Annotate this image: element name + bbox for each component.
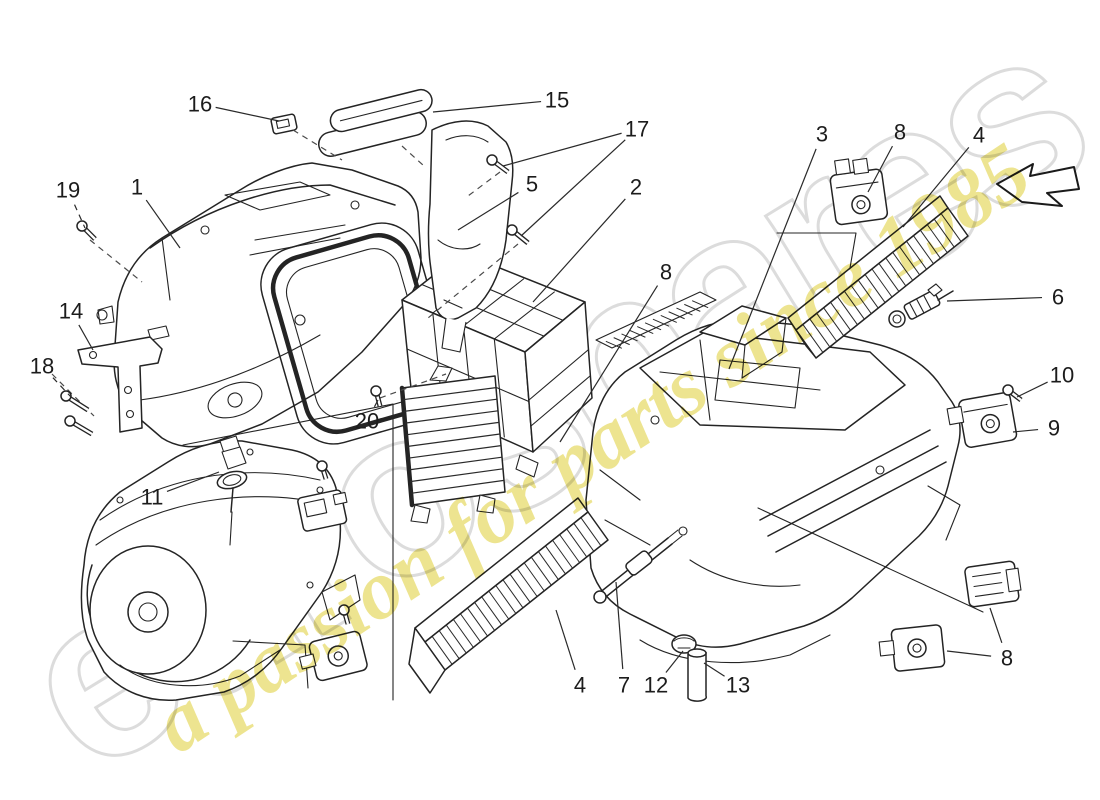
pointer-line-actuator-right (927, 485, 961, 541)
sealing-plug (671, 634, 697, 654)
screw (316, 460, 329, 480)
callout-19: 19 (56, 178, 80, 203)
heater-evaporator-housing (585, 291, 961, 664)
callout-14: 14 (59, 299, 83, 324)
leader-line-15 (432, 100, 542, 113)
screws (60, 154, 1023, 625)
blower-sensor (216, 435, 248, 546)
screw (338, 604, 351, 625)
leader-line-4 (902, 146, 970, 228)
retaining-clip (270, 113, 298, 135)
leader-line-8 (559, 285, 659, 443)
leader-line-20 (373, 399, 379, 408)
leader-line-17 (502, 132, 622, 167)
pointer-line-actuator-top (776, 232, 857, 269)
callout-20: 20 (355, 409, 379, 434)
screw (370, 385, 383, 407)
leader-line-2 (532, 198, 626, 303)
leader-line-14 (78, 324, 94, 351)
heater-matrix (399, 365, 506, 524)
blower-actuator (298, 630, 368, 682)
screw (486, 154, 510, 174)
callout-8: 8 (894, 120, 906, 145)
leader-line-16 (215, 106, 280, 122)
pointer-line-left (182, 403, 394, 701)
screw (1002, 384, 1023, 402)
screw (506, 224, 530, 245)
callout-3: 3 (816, 122, 828, 147)
flap-actuator-right (946, 392, 1018, 448)
alignment-dashes (51, 129, 519, 417)
pointer-line-blower (232, 640, 309, 689)
callout-4: 4 (973, 123, 985, 148)
leader-line-19 (73, 204, 86, 229)
callout-6: 6 (1052, 285, 1064, 310)
intake-grid-box (401, 252, 593, 478)
top-cover-pad (318, 88, 433, 157)
callout-10: 10 (1050, 363, 1074, 388)
drain-tube (687, 648, 708, 702)
leader-line-7 (615, 581, 624, 670)
screw (64, 415, 94, 437)
callout-4: 4 (574, 673, 586, 698)
callout-1: 1 (131, 175, 143, 200)
blower-motor-assembly (80, 440, 361, 701)
mounting-bracket (77, 336, 163, 433)
callout-15: 15 (545, 88, 569, 113)
flap-actuator-top (829, 157, 889, 226)
control-module-b (878, 624, 946, 672)
leader-line-9 (1012, 428, 1039, 433)
control-module-a (964, 560, 1022, 608)
cabin-filter-top (787, 195, 969, 359)
leader-line-11 (166, 471, 220, 492)
callout-9: 9 (1048, 416, 1060, 441)
leader-line-5 (457, 191, 519, 231)
leader-line-12 (665, 650, 684, 673)
callout-5: 5 (526, 172, 538, 197)
blower-module (297, 489, 348, 532)
leader-line-6 (946, 296, 1043, 302)
leader-line-8 (946, 650, 992, 657)
leader-line-1 (145, 199, 181, 249)
leader-line-18 (52, 377, 72, 398)
callout-8: 8 (660, 260, 672, 285)
callout-18: 18 (30, 354, 54, 379)
callout-13: 13 (726, 673, 750, 698)
air-intake-duct (427, 120, 514, 353)
leader-line-17 (520, 139, 626, 237)
callout-17: 17 (625, 117, 649, 142)
callout-2: 2 (630, 175, 642, 200)
leader-line-8 (989, 607, 1003, 644)
screw (76, 220, 97, 241)
callout-11: 11 (141, 485, 164, 510)
pointer-line-modules (757, 507, 984, 613)
temperature-sensor (888, 283, 954, 328)
leader-line-8 (867, 145, 893, 193)
leader-line-4 (555, 609, 576, 670)
screw (60, 390, 90, 413)
cabin-filter-bottom (408, 497, 609, 694)
air-distribution-housing (96, 162, 422, 448)
nav-arrow-icon (996, 163, 1080, 207)
leader-line-3 (728, 148, 817, 370)
callout-8: 8 (1001, 646, 1013, 671)
linkage-rod (593, 526, 688, 604)
callout-12: 12 (644, 673, 668, 698)
leader-line-10 (1016, 381, 1048, 398)
callout-16: 16 (188, 92, 212, 117)
leader-line-13 (703, 662, 725, 677)
callout-7: 7 (618, 673, 630, 698)
